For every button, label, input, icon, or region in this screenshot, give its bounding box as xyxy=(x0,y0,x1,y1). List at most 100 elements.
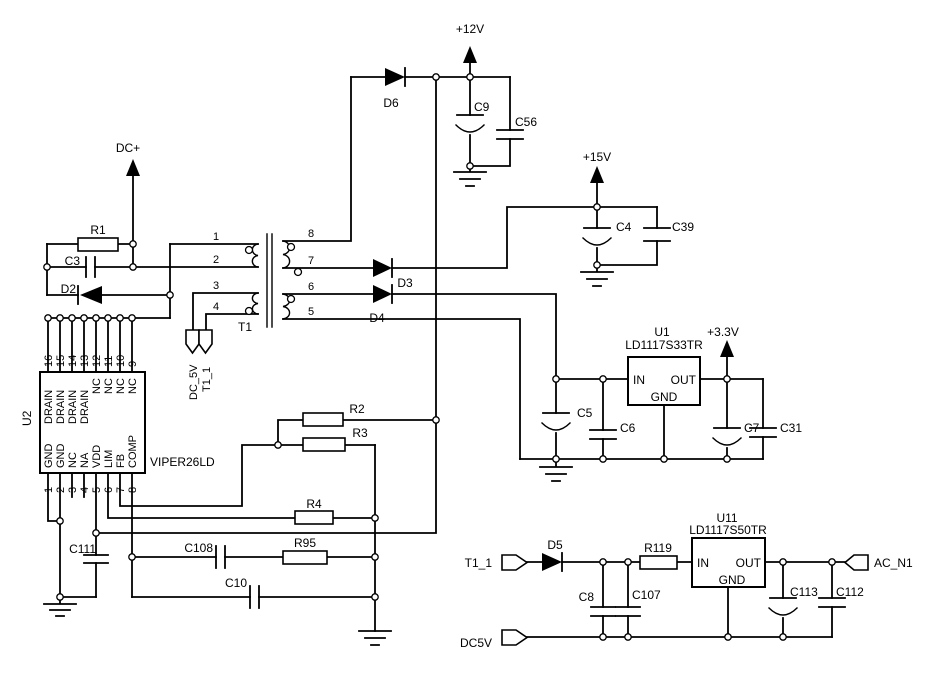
u2-pin12-name: NC xyxy=(91,378,103,394)
u2-pin14-name: DRAIN xyxy=(67,390,79,424)
capacitor-c112: C112 xyxy=(818,585,864,608)
plug-t1-1: T1_1 xyxy=(198,329,213,392)
u11-pin-in: IN xyxy=(697,556,709,570)
u2-pin1-number: 1 xyxy=(43,487,55,493)
resistor-r3: R3 xyxy=(302,426,368,452)
u2-ref: U2 xyxy=(20,410,34,426)
u2-pin3-name: NC xyxy=(67,452,79,468)
u2-pin16-name: DRAIN xyxy=(43,390,55,424)
capacitor-c108-label: C108 xyxy=(184,541,213,555)
capacitor-c3-label: C3 xyxy=(65,254,81,268)
capacitor-c39: C39 xyxy=(643,220,694,242)
connector-t1-1-input: T1_1 xyxy=(465,554,529,571)
capacitor-c113: C113 xyxy=(768,585,818,616)
u2-pin5-number: 5 xyxy=(91,487,103,493)
ic-u2-viper26ld: U2 VIPER26LD 16 15 14 13 12 11 10 9 DRAI… xyxy=(20,355,215,493)
t1-pin-5: 5 xyxy=(308,306,314,318)
resistor-r4: R4 xyxy=(294,497,334,525)
t1-pin-6: 6 xyxy=(308,281,314,293)
diode-d4: D4 xyxy=(369,284,393,325)
u2-pin15-name: DRAIN xyxy=(55,390,67,424)
transformer-t1: 1 2 3 4 8 7 6 5 T1 xyxy=(213,228,314,334)
u2-pin10-number: 10 xyxy=(115,355,127,367)
u2-pin9-name: NC xyxy=(127,378,139,394)
net-label-12v: +12V xyxy=(456,22,484,36)
diode-d4-label: D4 xyxy=(369,311,385,325)
winding-dot xyxy=(244,306,254,316)
resistor-r3-label: R3 xyxy=(352,426,368,440)
u2-pin3-number: 3 xyxy=(67,487,79,493)
resistor-r1-label: R1 xyxy=(90,223,106,237)
capacitor-c8: C8 xyxy=(579,590,616,617)
capacitor-c108: C108 xyxy=(184,541,226,569)
u2-pin4-name: NA xyxy=(79,452,91,468)
capacitor-c9-label: C9 xyxy=(474,100,490,114)
net-flag-12v: +12V xyxy=(456,22,484,63)
t1-pin-1: 1 xyxy=(213,231,219,243)
resistor-r1: R1 xyxy=(77,223,119,252)
net-flag-dc-plus: DC+ xyxy=(116,141,140,176)
diode-d5: D5 xyxy=(542,538,563,572)
capacitor-c111: C111 xyxy=(69,542,109,564)
net-label-15v: +15V xyxy=(583,150,611,164)
u2-pin13-number: 13 xyxy=(79,355,91,367)
u1-pin-gnd: GND xyxy=(651,390,678,404)
capacitor-c39-label: C39 xyxy=(672,220,694,234)
diode-d6-label: D6 xyxy=(383,96,399,110)
t1-pin-2: 2 xyxy=(213,254,219,266)
u2-part: VIPER26LD xyxy=(150,455,215,469)
capacitor-c31: C31 xyxy=(749,421,802,438)
capacitor-c56-label: C56 xyxy=(515,115,537,129)
u2-pin13-name: DRAIN xyxy=(79,390,91,424)
ic-u11-ld1117s50tr: U11 LD1117S50TR IN OUT GND xyxy=(689,511,767,588)
t1-pin-8: 8 xyxy=(308,228,314,240)
capacitor-c56: C56 xyxy=(496,115,537,140)
diode-d3: D3 xyxy=(373,258,413,290)
diode-d2: D2 xyxy=(61,282,102,305)
capacitor-c6-label: C6 xyxy=(620,421,636,435)
capacitor-c10-label: C10 xyxy=(225,576,247,590)
winding-dot xyxy=(293,267,303,277)
u11-pin-gnd: GND xyxy=(719,573,746,587)
u2-pin4-number: 4 xyxy=(79,487,91,493)
ground-symbol xyxy=(539,458,573,482)
resistor-r119: R119 xyxy=(639,541,678,570)
capacitor-c107-label: C107 xyxy=(632,588,661,602)
junction-dots xyxy=(43,73,836,641)
u11-pin-out: OUT xyxy=(736,556,762,570)
u2-pin12-number: 12 xyxy=(91,355,103,367)
u2-pin7-name: FB xyxy=(115,454,127,468)
connector-ac-n1-label: AC_N1 xyxy=(874,556,913,570)
capacitor-c10: C10 xyxy=(225,576,260,609)
resistor-r95: R95 xyxy=(282,536,328,565)
plug-t1-1-label: T1_1 xyxy=(201,367,213,392)
winding-dot xyxy=(286,242,296,252)
resistor-r95-label: R95 xyxy=(294,536,316,550)
capacitor-c107: C107 xyxy=(615,588,661,617)
ic-u1-ld1117s33tr: U1 LD1117S33TR IN OUT GND xyxy=(625,325,703,406)
ground-symbol xyxy=(358,630,392,646)
winding-dot xyxy=(286,294,296,304)
t1-pin-4: 4 xyxy=(213,301,219,313)
net-flag-3v3: +3.3V xyxy=(707,325,739,357)
capacitor-c6: C6 xyxy=(589,421,636,440)
u1-ref: U1 xyxy=(654,325,670,339)
capacitor-c31-label: C31 xyxy=(780,421,802,435)
u2-pin11-number: 11 xyxy=(103,356,115,367)
capacitor-c4-label: C4 xyxy=(616,220,632,234)
connector-dc5v-label: DC5V xyxy=(460,636,492,650)
diode-d5-label: D5 xyxy=(547,538,563,552)
u2-pin9-number: 9 xyxy=(127,361,139,367)
net-flag-15v: +15V xyxy=(583,150,611,183)
u1-pin-in: IN xyxy=(633,373,645,387)
capacitor-c5: C5 xyxy=(541,406,593,431)
resistor-r2-label: R2 xyxy=(349,402,365,416)
diode-d3-label: D3 xyxy=(397,276,413,290)
net-label-3v3: +3.3V xyxy=(707,325,739,339)
connector-dc5v: DC5V xyxy=(460,629,529,650)
u2-pin5-name: VDD xyxy=(91,445,103,468)
connector-t1-1-label: T1_1 xyxy=(465,556,493,570)
diode-d2-label: D2 xyxy=(61,282,77,296)
